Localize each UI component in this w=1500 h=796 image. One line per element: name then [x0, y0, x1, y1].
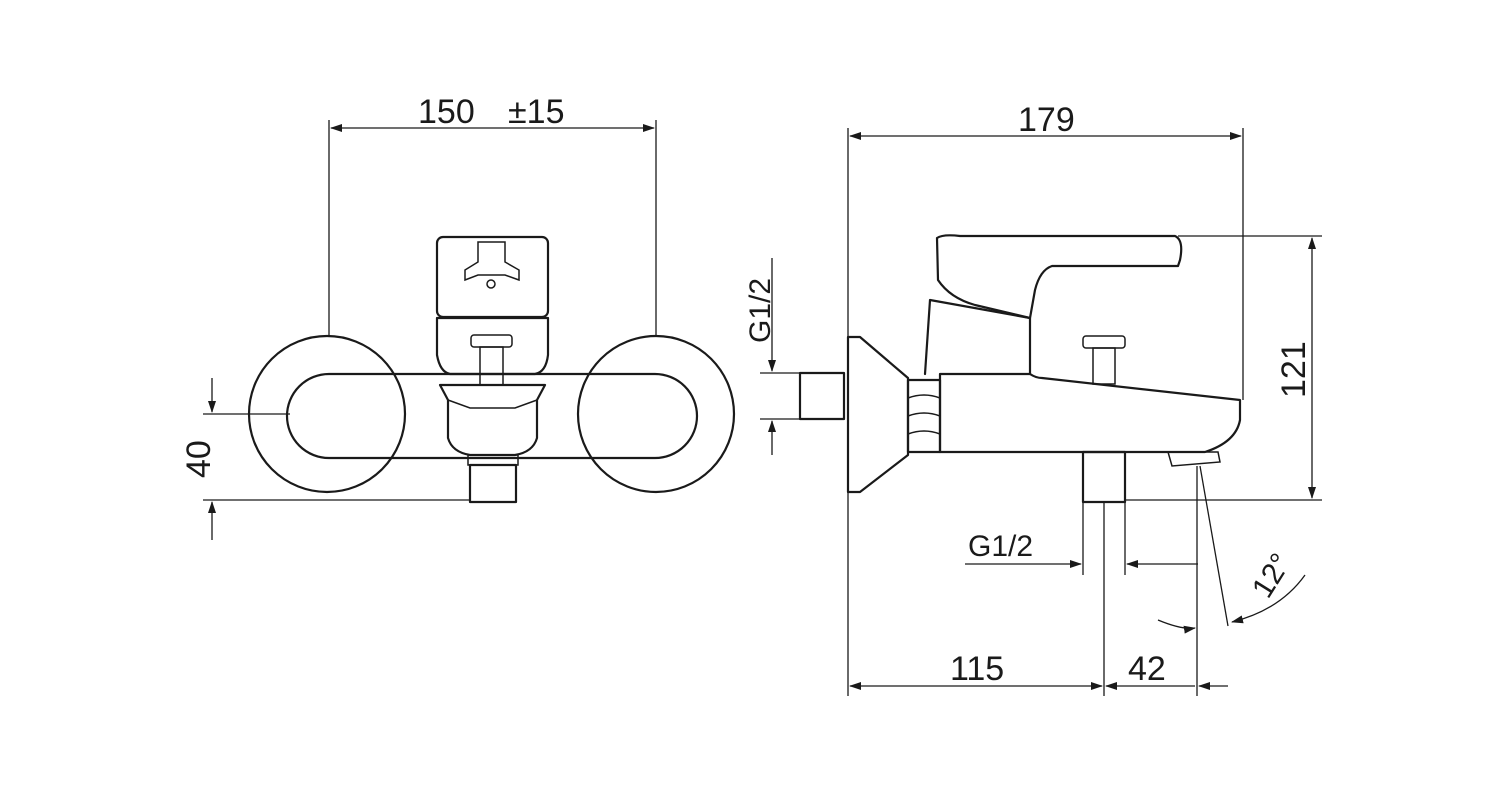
- angle-arrow-right: [1231, 574, 1306, 624]
- diverter-stem: [479, 346, 504, 386]
- outlet-pipe: [468, 463, 518, 504]
- angle-arrow-left: [1157, 619, 1196, 634]
- spout-front: [438, 383, 547, 457]
- diverter-knob-side: [1082, 335, 1126, 349]
- side-body: [938, 372, 1242, 454]
- outlet-offset-label: 42: [1128, 650, 1166, 688]
- length-dimension-label: 179: [1018, 101, 1075, 139]
- inlet-stub: [798, 371, 846, 421]
- wall-escutcheon: [846, 335, 910, 494]
- center-housing: [435, 316, 550, 376]
- side-outlet-pipe: [1081, 450, 1127, 504]
- diverter-stem-side: [1092, 347, 1116, 385]
- lever-handle-side: [935, 234, 1183, 320]
- cartridge-housing: [923, 298, 1032, 376]
- spout-tip: [1167, 451, 1221, 467]
- width-dimension-label: 150: [418, 93, 475, 131]
- outlet-thread: [467, 454, 519, 466]
- diverter-knob-top: [470, 334, 513, 348]
- hex-nut: [906, 378, 942, 454]
- side-view: 179 121 G1/2 G1/2 115 42 12°: [744, 101, 1322, 696]
- inlet-thread-label: G1/2: [744, 278, 777, 343]
- mixer-body: [285, 372, 699, 460]
- handle-mark: [464, 241, 520, 282]
- lever-handle-front: [435, 235, 550, 319]
- spout-angle-label: 12°: [1246, 548, 1298, 604]
- spout-angle-line: [1199, 465, 1229, 627]
- wall-offset-label: 115: [950, 650, 1004, 688]
- height-dimension-label: 121: [1275, 341, 1313, 398]
- width-tolerance-label: ±15: [508, 93, 564, 131]
- right-wall-flange: [576, 334, 736, 494]
- front-view: 150 ±15 40: [180, 93, 736, 540]
- handle-dot: [486, 279, 496, 289]
- depth-dimension-label: 40: [180, 440, 218, 478]
- outlet-thread-label: G1/2: [968, 530, 1033, 563]
